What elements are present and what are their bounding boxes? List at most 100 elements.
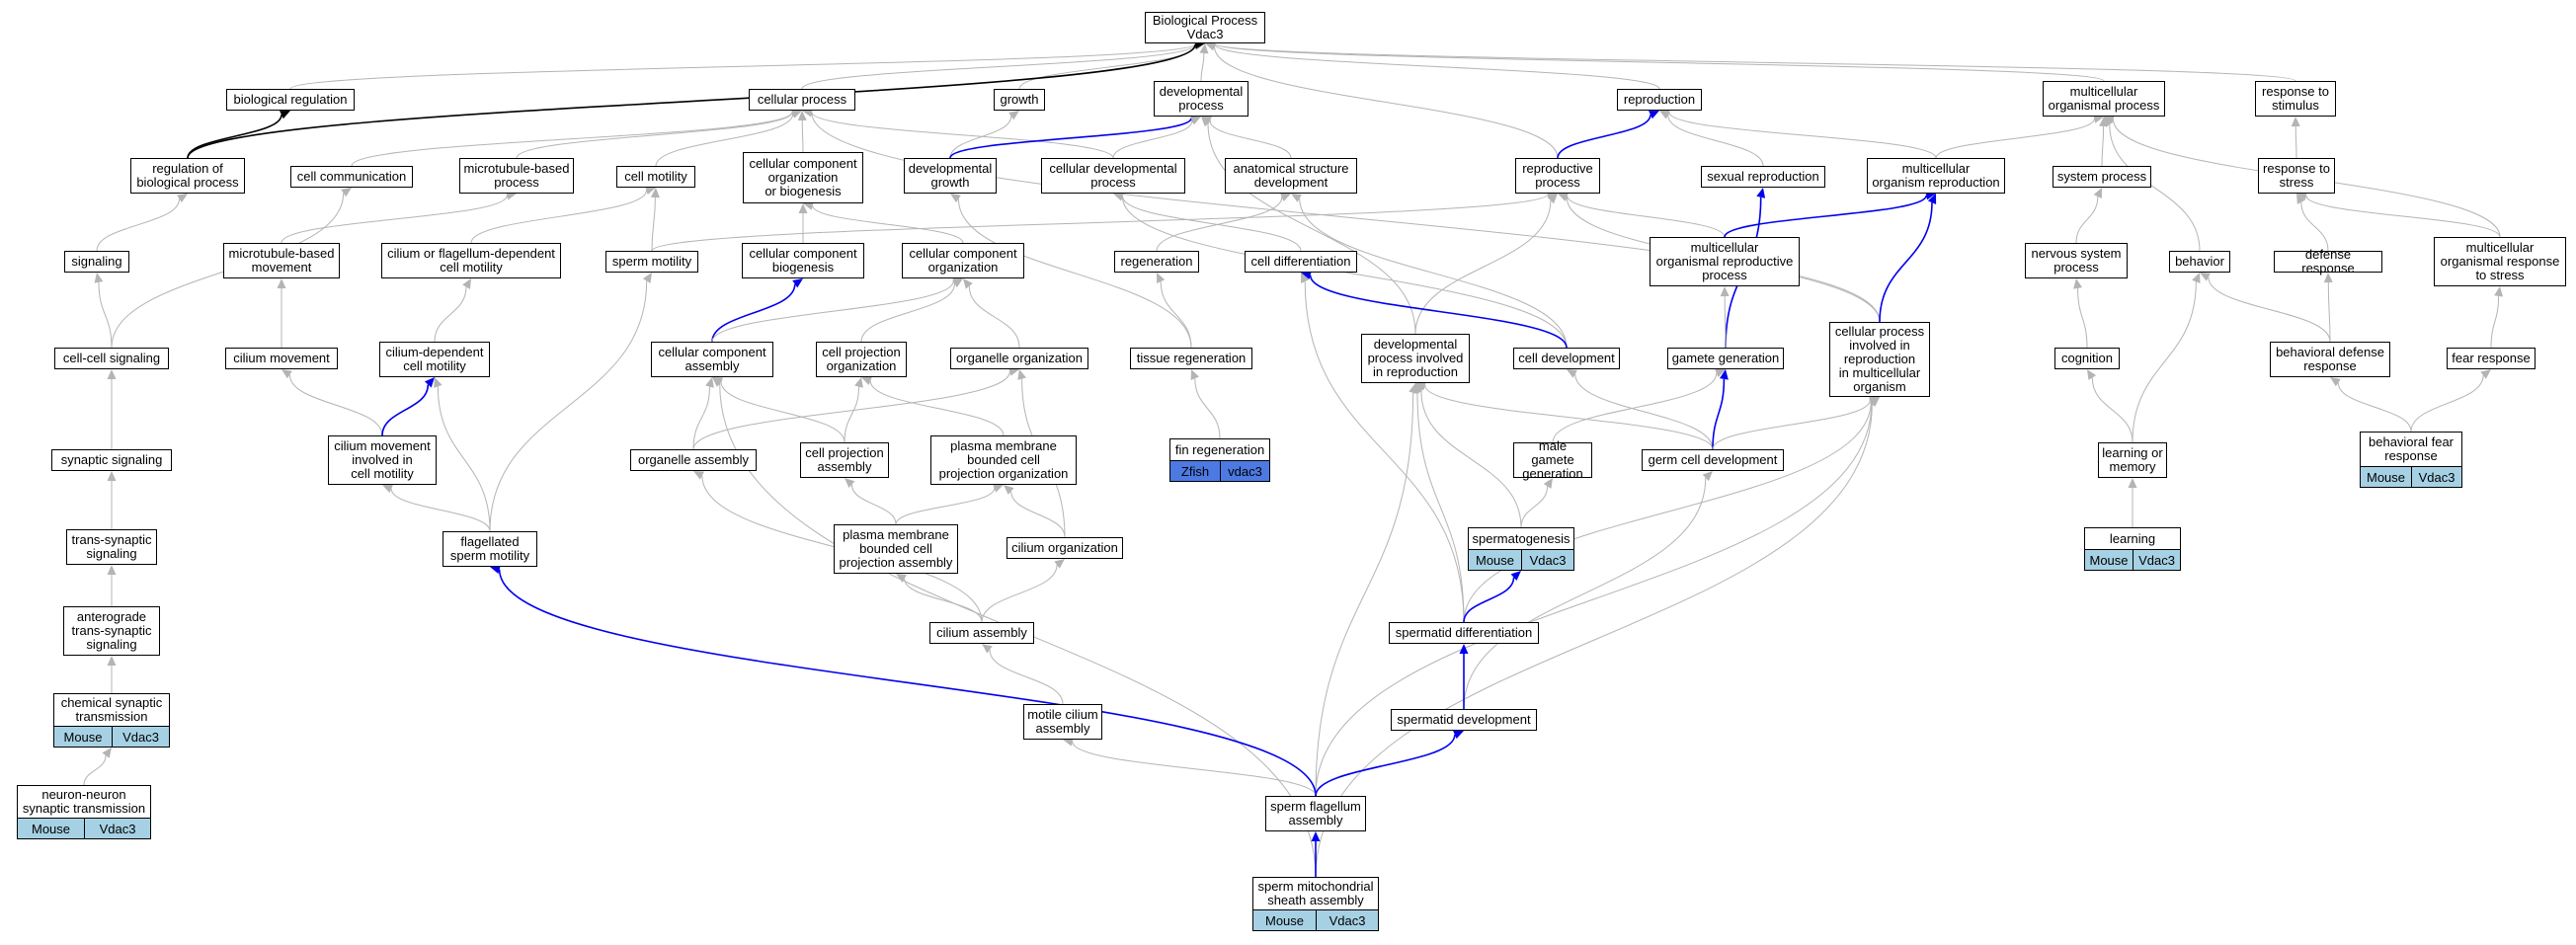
node-cell-projection-organization[interactable]: cell projection organization [816,342,907,377]
node-sexual-reproduction[interactable]: sexual reproduction [1701,166,1825,188]
node-cilium-assembly[interactable]: cilium assembly [929,622,1034,644]
node-sperm-flagellum-assembly[interactable]: sperm flagellum assembly [1265,796,1366,831]
node-response-to-stimulus[interactable]: response to stimulus [2255,81,2336,117]
edge-germ_cell_development-to-cellular_process_involved_in_reproduction [1712,399,1871,450]
node-defense-response[interactable]: defense response [2274,248,2382,276]
node-behavioral-fear-response[interactable]: behavioral fear response [2360,432,2462,467]
edge-cell_development-to-anatomical_structure_development [1299,197,1568,349]
node-behavior[interactable]: behavior [2169,251,2230,273]
node-trans-synaptic-signaling[interactable]: trans-synaptic signaling [66,529,157,565]
edge-arrowhead [1291,194,1302,202]
node-cilium-dependent-cell-motility[interactable]: cilium-dependent cell motility [379,342,490,377]
edge-arrowhead [1280,193,1291,202]
edge-arrowhead [1205,41,1216,51]
edge-response_to_stimulus-to-bp [1214,42,2296,82]
node-male-gamete-generation[interactable]: male gamete generation [1513,439,1592,481]
edge-organelle_assembly-to-organelle_organization [692,371,1010,450]
node-nervous-system-process[interactable]: nervous system process [2025,243,2128,278]
node-regulation-of-biological-process[interactable]: regulation of biological process [130,158,245,194]
edge-arrowhead [2200,273,2211,281]
node-reproductive-process[interactable]: reproductive process [1515,158,1600,194]
node-cilium-or-flagellum-dependent-cell-motility[interactable]: cilium or flagellum-dependent cell motil… [381,243,561,278]
node-cellular-process-involved-in-reproduction[interactable]: cellular process involved in reproductio… [1829,322,1930,397]
node-biological-regulation[interactable]: biological regulation [226,89,355,111]
node-cellular-developmental-process[interactable]: cellular developmental process [1041,158,1185,194]
node-multicellular-organismal-reproductive-process[interactable]: multicellular organismal reproductive pr… [1650,237,1800,286]
edge-cell_motility-to-cellular_process [655,114,794,167]
edge-cellular_component_organization-to-cellular_component_organization_or_biogenesis [812,205,964,244]
node-synaptic-signaling[interactable]: synaptic signaling [51,449,172,471]
node-cilium-movement[interactable]: cilium movement [225,348,338,369]
node-chemical-synaptic-transmission[interactable]: chemical synaptic transmission [53,693,170,727]
node-cell-development[interactable]: cell development [1513,348,1620,369]
node-cell-communication[interactable]: cell communication [290,166,413,188]
node-cell-motility[interactable]: cell motility [616,166,695,188]
node-fear-response[interactable]: fear response [2447,348,2536,369]
node-growth[interactable]: growth [994,89,1045,111]
edge-arrowhead [2330,377,2341,387]
edge-biological_regulation-to-bp [289,43,1196,90]
node-spermatogenesis[interactable]: spermatogenesis [1468,527,1574,550]
node-organelle-assembly[interactable]: organelle assembly [630,449,757,471]
node-spermatid-differentiation[interactable]: spermatid differentiation [1389,622,1539,644]
node-fin-regeneration[interactable]: fin regeneration [1169,438,1270,461]
node-motile-cilium-assembly[interactable]: motile cilium assembly [1023,704,1102,740]
node-behavioral-defense-response[interactable]: behavioral defense response [2270,342,2390,377]
edge-arrowhead [1190,369,1199,380]
node-microtubule-based-movement[interactable]: microtubule-based movement [223,243,340,278]
node-cellular-component-organization[interactable]: cellular component organization [902,243,1024,278]
node-bp[interactable]: Biological Process Vdac3 [1145,12,1265,43]
node-sperm-mitochondrial-sheath-assembly[interactable]: sperm mitochondrial sheath assembly [1252,877,1379,910]
node-multicellular-organismal-response-to-stress[interactable]: multicellular organismal response to str… [2434,237,2566,286]
node-cilium-movement-involved-in-cell-motility[interactable]: cilium movement involved in cell motilit… [328,435,437,485]
node-developmental-growth[interactable]: developmental growth [904,158,997,194]
node-signaling[interactable]: signaling [64,251,129,273]
node-anterograde-trans-synaptic-signaling[interactable]: anterograde trans-synaptic signaling [63,606,160,656]
annotation-species-tag: Zfish [1169,461,1220,482]
node-learning-or-memory[interactable]: learning or memory [2098,442,2167,478]
node-tissue-regeneration[interactable]: tissue regeneration [1130,348,1252,369]
edge-arrowhead [993,484,1004,493]
node-cilium-organization[interactable]: cilium organization [1006,537,1123,559]
node-reproduction[interactable]: reproduction [1617,89,1702,111]
node-developmental-process-involved-in-reproduction[interactable]: developmental process involved in reprod… [1361,334,1470,383]
edge-cell_cell_signaling-to-signaling [98,281,113,349]
node-sperm-motility[interactable]: sperm motility [605,251,698,273]
node-cognition[interactable]: cognition [2054,348,2120,369]
node-regeneration[interactable]: regeneration [1114,251,1199,273]
node-spermatid-development[interactable]: spermatid development [1391,709,1537,731]
node-microtubule-based-process[interactable]: microtubule-based process [459,158,574,194]
node-multicellular-organism-reproduction[interactable]: multicellular organism reproduction [1867,158,2005,194]
edge-arrowhead [1715,368,1726,378]
node-gamete-generation[interactable]: gamete generation [1667,348,1784,369]
node-cell-cell-signaling[interactable]: cell-cell signaling [54,348,169,369]
node-organelle-organization[interactable]: organelle organization [950,348,1088,369]
edge-arrowhead [1459,644,1469,654]
node-cellular-component-assembly[interactable]: cellular component assembly [651,342,773,377]
edge-cilium_dependent_cell_motility-to-cilium_or_flagellum_dependent_cell_motility [434,286,467,343]
edge-fear_response-to-multicellular_organismal_response_to_stress [2490,295,2500,349]
node-system-process[interactable]: system process [2053,166,2151,188]
node-learning[interactable]: learning [2084,527,2181,550]
node-neuron-neuron-synaptic-transmission[interactable]: neuron-neuron synaptic transmission [17,785,151,819]
node-cell-differentiation[interactable]: cell differentiation [1245,251,1357,273]
node-cellular-component-biogenesis[interactable]: cellular component biogenesis [742,243,864,278]
edge-arrowhead [861,376,872,385]
node-flagellated-sperm-motility[interactable]: flagellated sperm motility [443,531,537,567]
edge-cellular_process_involved_in_reproduction-to-multicellular_organism_reproduction [1879,202,1933,323]
node-response-to-stress[interactable]: response to stress [2258,158,2335,194]
node-cellular-component-organization-or-biogenesis[interactable]: cellular component organization or bioge… [743,152,863,203]
node-germ-cell-development[interactable]: germ cell development [1642,449,1784,471]
edge-behavioral_defense_response-to-defense_response [2327,281,2331,343]
node-developmental-process[interactable]: developmental process [1154,81,1248,117]
node-plasma-membrane-bounded-cell-projection-organization[interactable]: plasma membrane bounded cell projection … [930,435,1077,485]
node-anatomical-structure-development[interactable]: anatomical structure development [1225,158,1357,194]
edge-arrowhead [2087,369,2097,380]
node-multicellular-organismal-process[interactable]: multicellular organismal process [2043,81,2165,117]
edge-arrowhead [1756,188,1766,198]
node-cellular-process[interactable]: cellular process [749,89,855,111]
node-plasma-membrane-bounded-cell-projection-assembly[interactable]: plasma membrane bounded cell projection … [834,524,958,574]
edge-sperm_flagellum_assembly-to-motile_cilium_assembly [1072,742,1317,797]
edge-arrowhead [1547,194,1558,204]
node-cell-projection-assembly[interactable]: cell projection assembly [800,442,889,478]
